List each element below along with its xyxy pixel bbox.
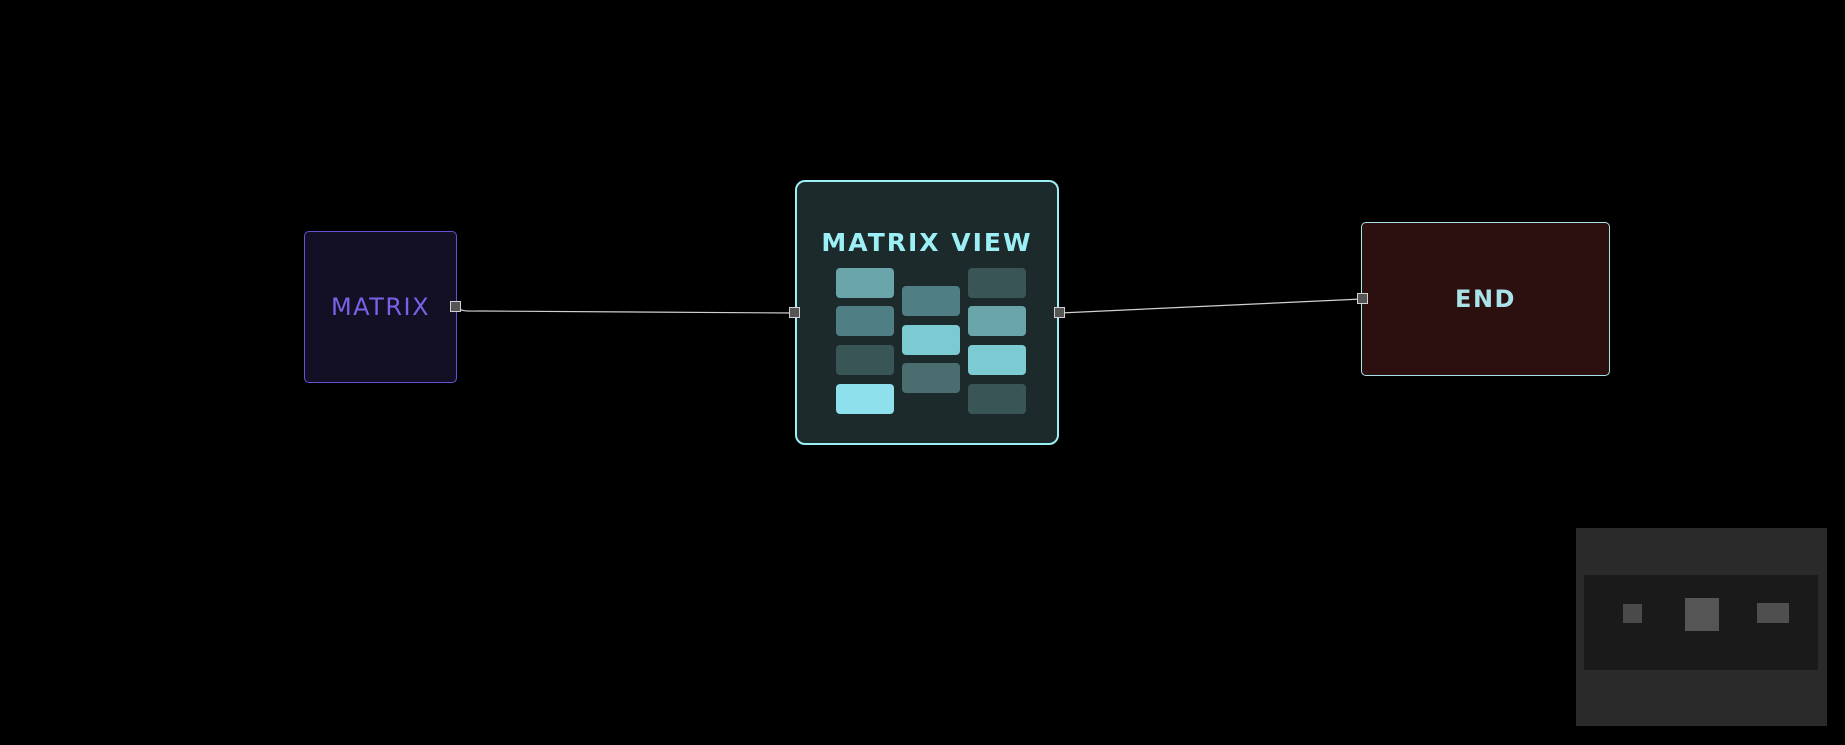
- port-end-input[interactable]: [1357, 293, 1368, 304]
- node-matrix[interactable]: MATRIX: [304, 231, 457, 383]
- edge-matrix-to-matrix-view[interactable]: [455, 306, 796, 314]
- cell-c2-r3: [902, 363, 960, 393]
- cell-c3-r2: [968, 306, 1026, 336]
- port-matrix-output[interactable]: [450, 301, 461, 312]
- node-matrix-view-label: MATRIX VIEW: [821, 228, 1033, 257]
- cell-c1-r2: [836, 306, 894, 336]
- minimap-node-end: [1757, 603, 1789, 623]
- cell-c3-r1: [968, 268, 1026, 298]
- cell-c3-r4: [968, 384, 1026, 414]
- cell-c1-r3: [836, 345, 894, 375]
- node-matrix-label: MATRIX: [330, 293, 431, 321]
- port-matrix-view-input[interactable]: [789, 307, 800, 318]
- cell-c3-r3: [968, 345, 1026, 375]
- cell-c1-r1: [836, 268, 894, 298]
- node-end[interactable]: END: [1361, 222, 1610, 376]
- cell-c1-r4: [836, 384, 894, 414]
- edge-matrix-view-to-end[interactable]: [1059, 298, 1363, 314]
- port-matrix-view-output[interactable]: [1054, 307, 1065, 318]
- cell-c2-r2: [902, 325, 960, 355]
- minimap[interactable]: [1576, 528, 1827, 726]
- node-matrix-view[interactable]: MATRIX VIEW: [795, 180, 1059, 445]
- node-end-label: END: [1455, 285, 1516, 313]
- minimap-node-matrix: [1623, 604, 1642, 623]
- cell-c2-r1: [902, 286, 960, 316]
- minimap-node-matrix-view: [1685, 598, 1719, 631]
